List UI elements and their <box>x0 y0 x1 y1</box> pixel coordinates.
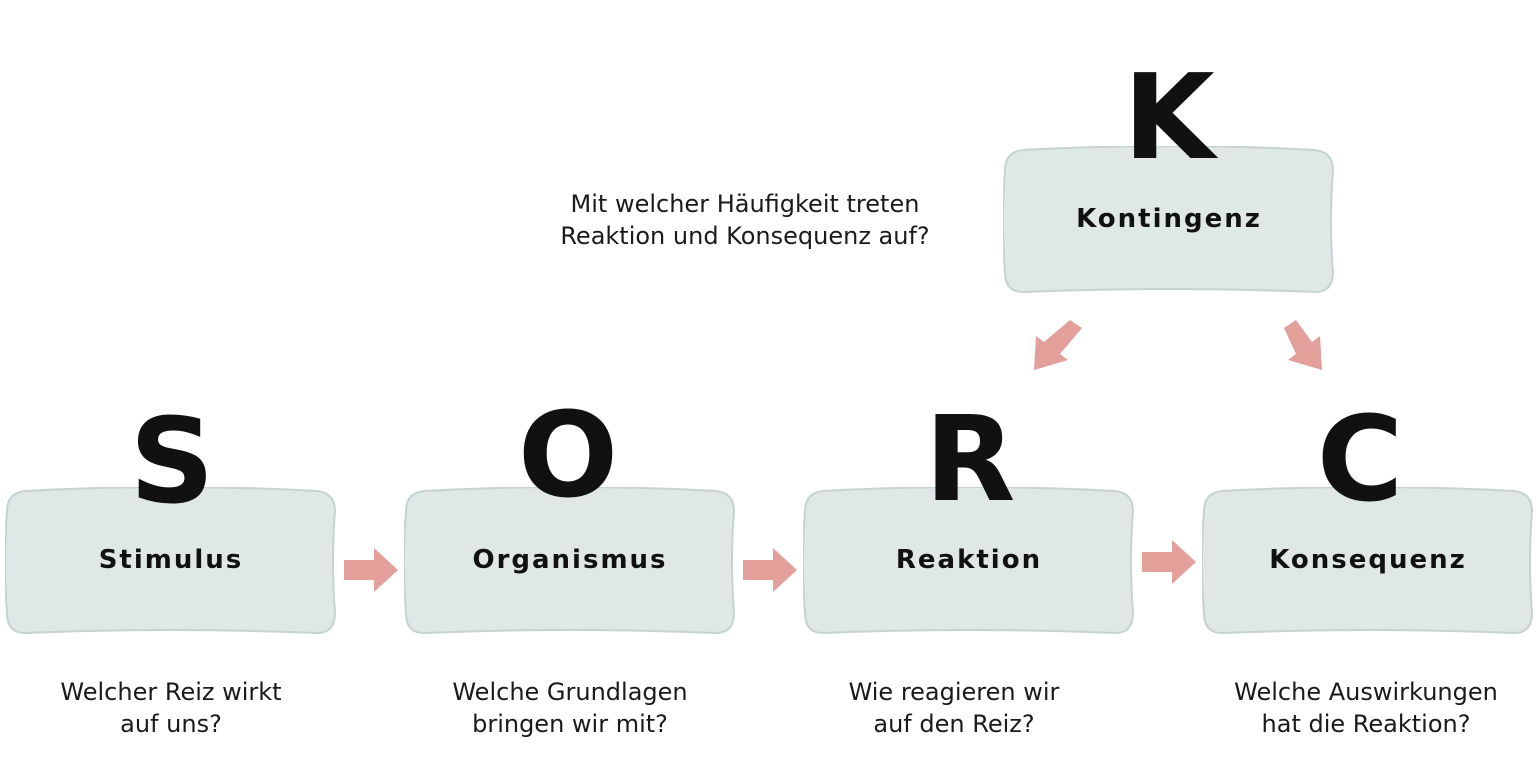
kontingenz-label: Kontingenz <box>1076 204 1262 234</box>
stimulus-letter: S <box>129 392 215 530</box>
kontingenz-box: Kontingenz <box>1003 146 1335 296</box>
organismus-box: Organismus <box>404 487 736 637</box>
konsequenz-box: Konsequenz <box>1202 487 1534 637</box>
kontingenz-question-line2: Reaktion und Konsequenz auf? <box>560 222 930 250</box>
organismus-question-line2: bringen wir mit? <box>472 710 668 738</box>
konsequenz-box-shape <box>1202 487 1534 635</box>
stimulus-question-line1: Welcher Reiz wirkt <box>60 678 282 706</box>
reaktion-question-line2: auf den Reiz? <box>873 710 1035 738</box>
organismus-label: Organismus <box>472 545 668 575</box>
reaktion-question-line1: Wie reagieren wir <box>848 678 1060 706</box>
organismus-box-shape <box>404 487 736 635</box>
organismus-question: Welche Grundlagen bringen wir mit? <box>400 676 740 740</box>
stimulus-question: Welcher Reiz wirkt auf uns? <box>1 676 341 740</box>
reaktion-letter: R <box>924 390 1016 528</box>
kontingenz-box-shape <box>1003 146 1335 294</box>
reaktion-box-shape <box>803 487 1135 635</box>
stimulus-question-line2: auf uns? <box>120 710 222 738</box>
kontingenz-question: Mit welcher Häufigkeit treten Reaktion u… <box>540 188 950 252</box>
kontingenz-letter: K <box>1123 48 1215 186</box>
arrow-o-to-r <box>743 548 797 592</box>
stimulus-label: Stimulus <box>98 545 244 575</box>
konsequenz-letter: C <box>1316 390 1404 528</box>
arrow-k-to-r <box>1034 320 1082 370</box>
konsequenz-label: Konsequenz <box>1269 545 1467 575</box>
arrow-k-to-c <box>1284 320 1322 370</box>
reaktion-question: Wie reagieren wir auf den Reiz? <box>784 676 1124 740</box>
arrow-r-to-c <box>1142 540 1196 584</box>
organismus-letter: O <box>517 386 619 524</box>
konsequenz-question-line1: Welche Auswirkungen <box>1234 678 1498 706</box>
arrow-s-to-o <box>344 548 398 592</box>
kontingenz-question-line1: Mit welcher Häufigkeit treten <box>570 190 920 218</box>
reaktion-box: Reaktion <box>803 487 1135 637</box>
stimulus-box-shape <box>5 487 337 635</box>
konsequenz-question-line2: hat die Reaktion? <box>1261 710 1471 738</box>
konsequenz-question: Welche Auswirkungen hat die Reaktion? <box>1196 676 1536 740</box>
reaktion-label: Reaktion <box>895 545 1043 575</box>
organismus-question-line1: Welche Grundlagen <box>452 678 688 706</box>
stimulus-box: Stimulus <box>5 487 337 637</box>
